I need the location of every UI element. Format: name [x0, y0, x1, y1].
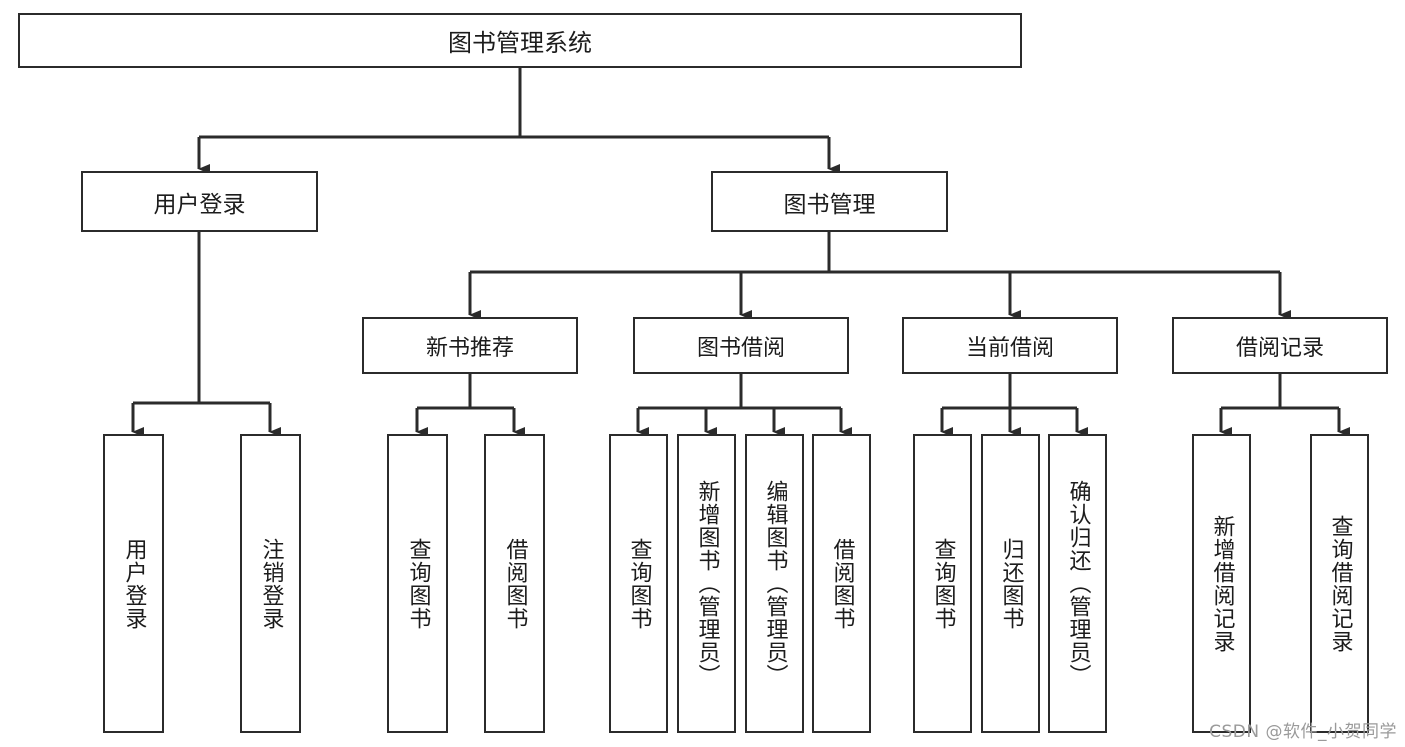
- node-label: 查询图书: [930, 537, 956, 630]
- level3-node-1[interactable]: 图书借阅: [633, 317, 849, 374]
- leaf-node-0[interactable]: 用户登录: [103, 434, 164, 733]
- node-label: 新增借阅记录: [1209, 514, 1235, 653]
- leaf-node-1[interactable]: 注销登录: [240, 434, 301, 733]
- leaf-node-7[interactable]: 借阅图书: [812, 434, 871, 733]
- node-label: 注销登录: [258, 537, 284, 630]
- node-label: 借阅记录: [1235, 335, 1324, 361]
- level3-node-0[interactable]: 新书推荐: [362, 317, 578, 374]
- leaf-node-3[interactable]: 借阅图书: [484, 434, 545, 733]
- leaf-node-6[interactable]: 编辑图书（管理员）: [745, 434, 804, 733]
- node-label: 查询借阅记录: [1327, 514, 1353, 653]
- node-label: 新增图书（管理员）: [694, 480, 720, 687]
- node-label: 借阅图书: [502, 537, 528, 630]
- level3-node-2[interactable]: 当前借阅: [902, 317, 1118, 374]
- leaf-node-9[interactable]: 归还图书: [981, 434, 1040, 733]
- node-label: 查询图书: [405, 537, 431, 630]
- root-node[interactable]: 图书管理系统: [18, 13, 1022, 68]
- leaf-node-10[interactable]: 确认归还（管理员）: [1048, 434, 1107, 733]
- node-label: 归还图书: [998, 537, 1024, 630]
- node-label: 编辑图书（管理员）: [762, 480, 788, 687]
- leaf-node-4[interactable]: 查询图书: [609, 434, 668, 733]
- level2-node-1[interactable]: 图书管理: [711, 171, 948, 232]
- leaf-node-12[interactable]: 查询借阅记录: [1310, 434, 1369, 733]
- leaf-node-8[interactable]: 查询图书: [913, 434, 972, 733]
- connector-layer: [131, 68, 1350, 437]
- node-label: 借阅图书: [829, 537, 855, 630]
- node-label: 查询图书: [626, 537, 652, 630]
- node-label: 用户登录: [153, 191, 246, 218]
- leaf-node-2[interactable]: 查询图书: [387, 434, 448, 733]
- node-label: 图书借阅: [696, 335, 785, 361]
- node-label: 当前借阅: [965, 335, 1054, 361]
- level2-node-0[interactable]: 用户登录: [81, 171, 318, 232]
- leaf-node-11[interactable]: 新增借阅记录: [1192, 434, 1251, 733]
- node-label: 确认归还（管理员）: [1065, 480, 1091, 687]
- node-label: 新书推荐: [425, 335, 514, 361]
- level3-node-3[interactable]: 借阅记录: [1172, 317, 1388, 374]
- node-label: 用户登录: [121, 537, 147, 630]
- node-label: 图书管理系统: [448, 29, 592, 57]
- leaf-node-5[interactable]: 新增图书（管理员）: [677, 434, 736, 733]
- node-label: 图书管理: [783, 191, 876, 218]
